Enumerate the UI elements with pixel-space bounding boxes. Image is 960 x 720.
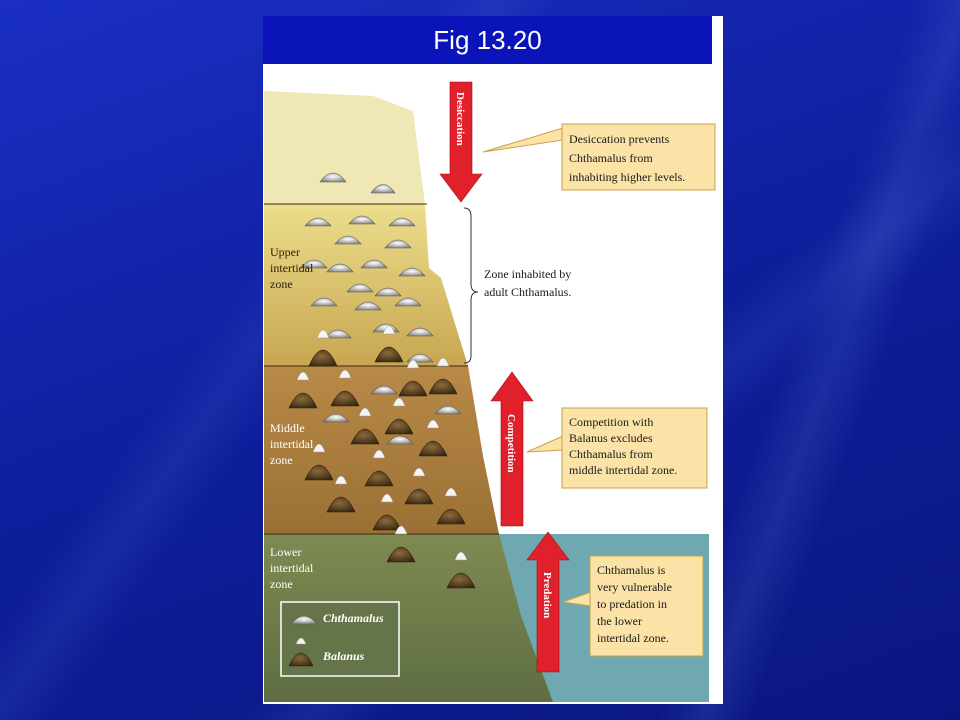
middle-intertidal-region [264, 366, 499, 534]
predation-callout: Chthamalus is very vulnerable to predati… [562, 555, 704, 657]
predation-arrow-label: Predation [541, 572, 553, 618]
competition-arrow-label: Competition [505, 414, 517, 473]
desiccation-arrow-label: Desiccation [454, 92, 466, 146]
title-bar: Fig 13.20 [263, 16, 712, 64]
zone-bracket [463, 207, 479, 364]
legend-balanus-label: Balanus [322, 649, 365, 663]
middle-zone-label: Middle intertidal zone [270, 421, 316, 467]
desiccation-arrow: Desiccation [439, 81, 483, 203]
competition-arrow: Competition [490, 371, 534, 527]
predation-arrow: Predation [526, 531, 570, 673]
desiccation-callout-text: Desiccation prevents Chthamalus from inh… [569, 132, 685, 184]
figure-panel: Fig 13.20 [263, 16, 723, 704]
lower-zone-label: Lower intertidal zone [270, 545, 316, 591]
balanus-barnacles [288, 325, 476, 589]
upper-zone-label: Upper intertidal zone [270, 245, 316, 291]
desiccation-callout: Desiccation prevents Chthamalus from inh… [482, 123, 716, 191]
legend-chthamalus-label: Chthamalus [323, 611, 384, 625]
legend-balanus-icon [288, 652, 314, 667]
zone-inhabited-label: Zone inhabited by adult Chthamalus. [484, 267, 574, 299]
supratidal-zone [264, 91, 425, 204]
legend: Chthamalus Balanus [280, 601, 400, 677]
intertidal-diagram: Upper intertidal zone Middle intertidal … [264, 81, 716, 702]
predation-callout-text: Chthamalus is very vulnerable to predati… [597, 563, 675, 645]
competition-callout-text: Competition with Balanus excludes Chtham… [569, 415, 677, 477]
slide-title: Fig 13.20 [433, 24, 542, 55]
legend-chthamalus-icon [290, 615, 318, 625]
upper-intertidal-region [264, 204, 468, 366]
competition-callout: Competition with Balanus excludes Chtham… [526, 407, 708, 489]
